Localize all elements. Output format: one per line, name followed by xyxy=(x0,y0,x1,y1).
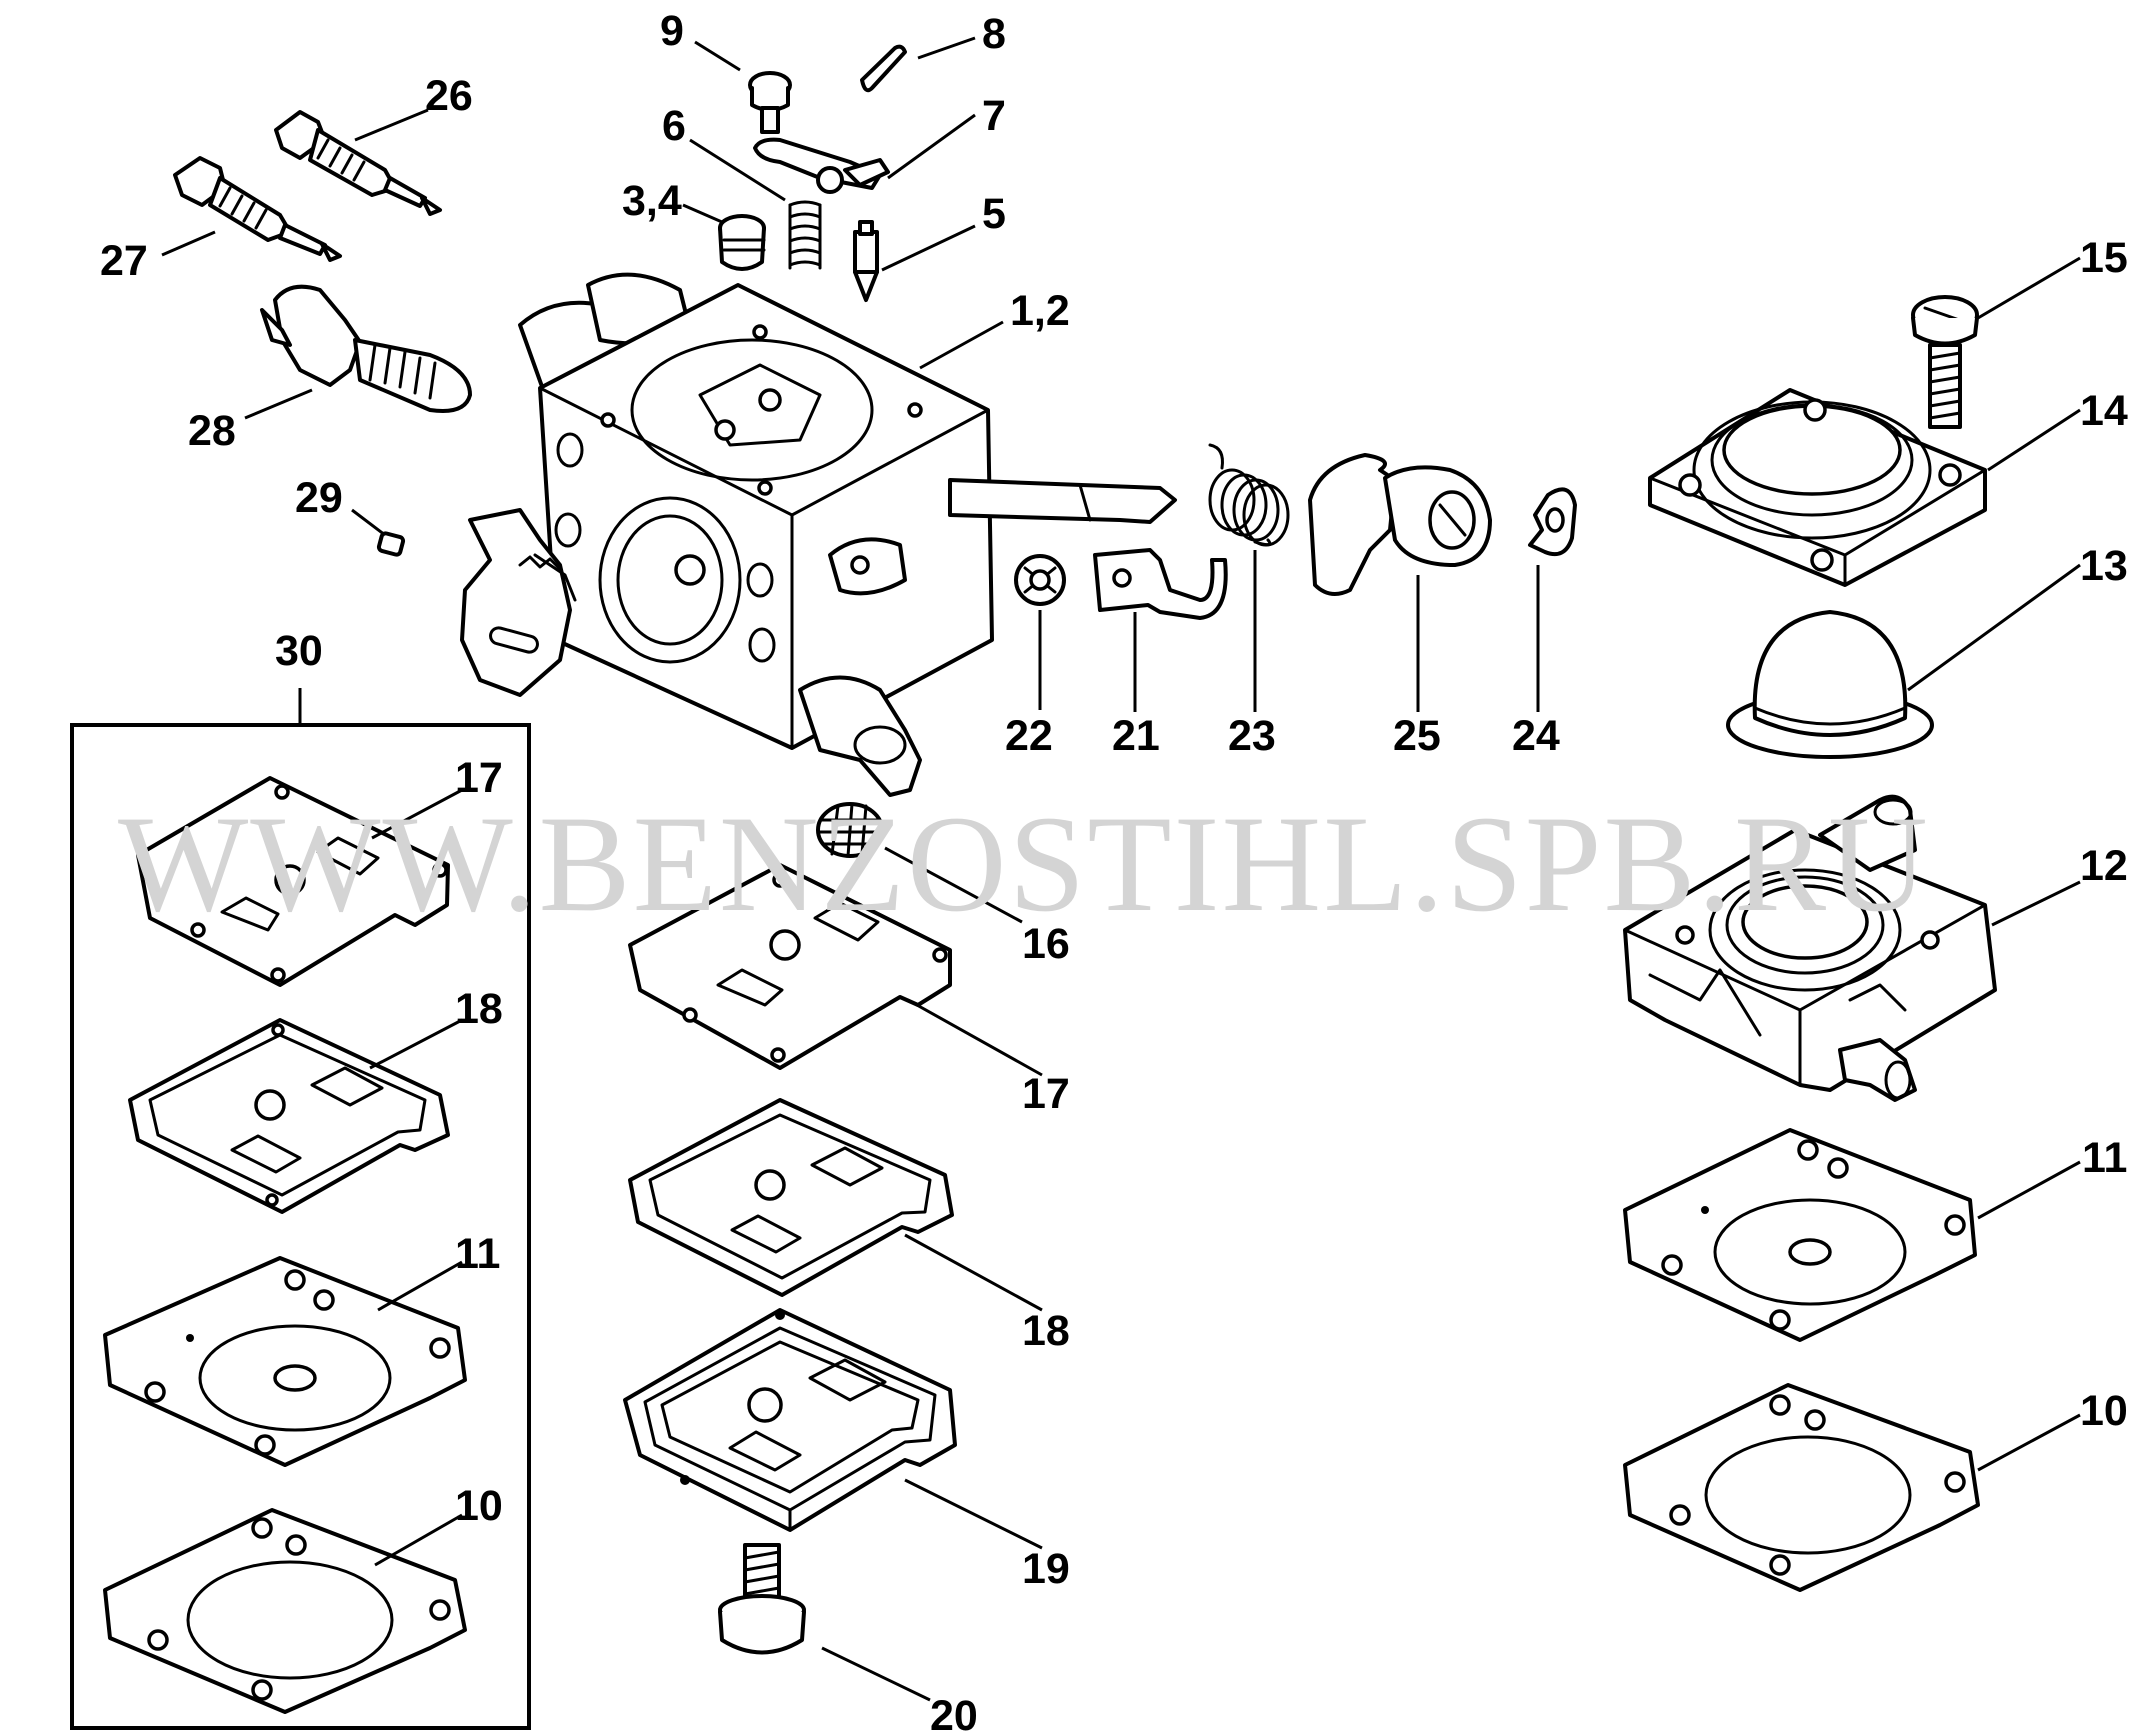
label-10-right: 10 xyxy=(2080,1387,2128,1435)
label-30: 30 xyxy=(275,627,323,675)
kit-gasket-17 xyxy=(136,776,450,987)
label-19: 19 xyxy=(1022,1545,1070,1593)
screw-22 xyxy=(1014,554,1066,606)
label-17-center: 17 xyxy=(1022,1070,1070,1118)
label-25: 25 xyxy=(1393,712,1441,760)
label-28: 28 xyxy=(188,407,236,455)
label-15: 15 xyxy=(2080,234,2128,282)
kit-gasket-10 xyxy=(103,1508,467,1714)
carburetor-body xyxy=(460,272,1177,797)
limiter-cap-28 xyxy=(260,284,472,413)
label-8: 8 xyxy=(982,10,1006,58)
label-5: 5 xyxy=(982,190,1006,238)
label-13: 13 xyxy=(2080,542,2128,590)
adjusting-screw-27 xyxy=(173,156,342,262)
label-11-right: 11 xyxy=(2082,1134,2127,1182)
label-17-kit: 17 xyxy=(455,754,503,802)
label-18-center: 18 xyxy=(1022,1307,1070,1355)
watermark-text: WWW.BENZOSTIHL.SPB.RU xyxy=(118,787,1930,940)
center-gasket-18 xyxy=(628,1098,954,1297)
pump-cover-14 xyxy=(1648,388,1987,587)
pin-29 xyxy=(376,531,406,557)
label-6: 6 xyxy=(662,102,686,150)
lever-7 xyxy=(753,137,890,194)
label-9: 9 xyxy=(660,7,684,55)
right-diaphragm-11 xyxy=(1623,1128,1977,1342)
pump-housing-12 xyxy=(1623,794,1997,1102)
label-22: 22 xyxy=(1005,712,1053,760)
label-1-2: 1,2 xyxy=(1010,287,1070,335)
label-10-kit: 10 xyxy=(455,1482,503,1530)
cam-25 xyxy=(1308,453,1492,596)
bracket-21 xyxy=(1093,548,1228,620)
diaphragm-cover-19 xyxy=(623,1308,957,1532)
plug-3-4 xyxy=(718,214,766,271)
inlet-needle-5 xyxy=(853,220,879,302)
torsion-spring-23 xyxy=(1208,443,1290,547)
label-3-4: 3,4 xyxy=(622,177,682,225)
kit-diaphragm-11 xyxy=(103,1256,467,1467)
spring-6 xyxy=(788,200,822,270)
screw-9 xyxy=(748,71,792,134)
label-23: 23 xyxy=(1228,712,1276,760)
primer-bulb-13 xyxy=(1726,610,1934,759)
label-18-kit: 18 xyxy=(455,985,503,1033)
label-16: 16 xyxy=(1022,920,1070,968)
label-27: 27 xyxy=(100,237,148,285)
label-20: 20 xyxy=(930,1692,978,1733)
center-gasket-17 xyxy=(628,863,952,1070)
adjusting-screw-26 xyxy=(274,110,442,216)
label-12: 12 xyxy=(2080,842,2128,890)
filter-screen-16 xyxy=(816,802,884,858)
label-7: 7 xyxy=(982,92,1006,140)
right-gasket-10 xyxy=(1623,1383,1980,1592)
label-24: 24 xyxy=(1512,712,1560,760)
label-11-kit: 11 xyxy=(455,1230,500,1278)
screw-15 xyxy=(1911,295,1979,429)
label-29: 29 xyxy=(295,474,343,522)
label-26: 26 xyxy=(425,72,473,120)
screw-20 xyxy=(718,1543,806,1655)
circlip-24 xyxy=(1528,487,1577,557)
kit-gasket-18 xyxy=(128,1018,450,1214)
label-14: 14 xyxy=(2080,387,2128,435)
pin-8 xyxy=(860,44,907,93)
label-21: 21 xyxy=(1112,712,1160,760)
